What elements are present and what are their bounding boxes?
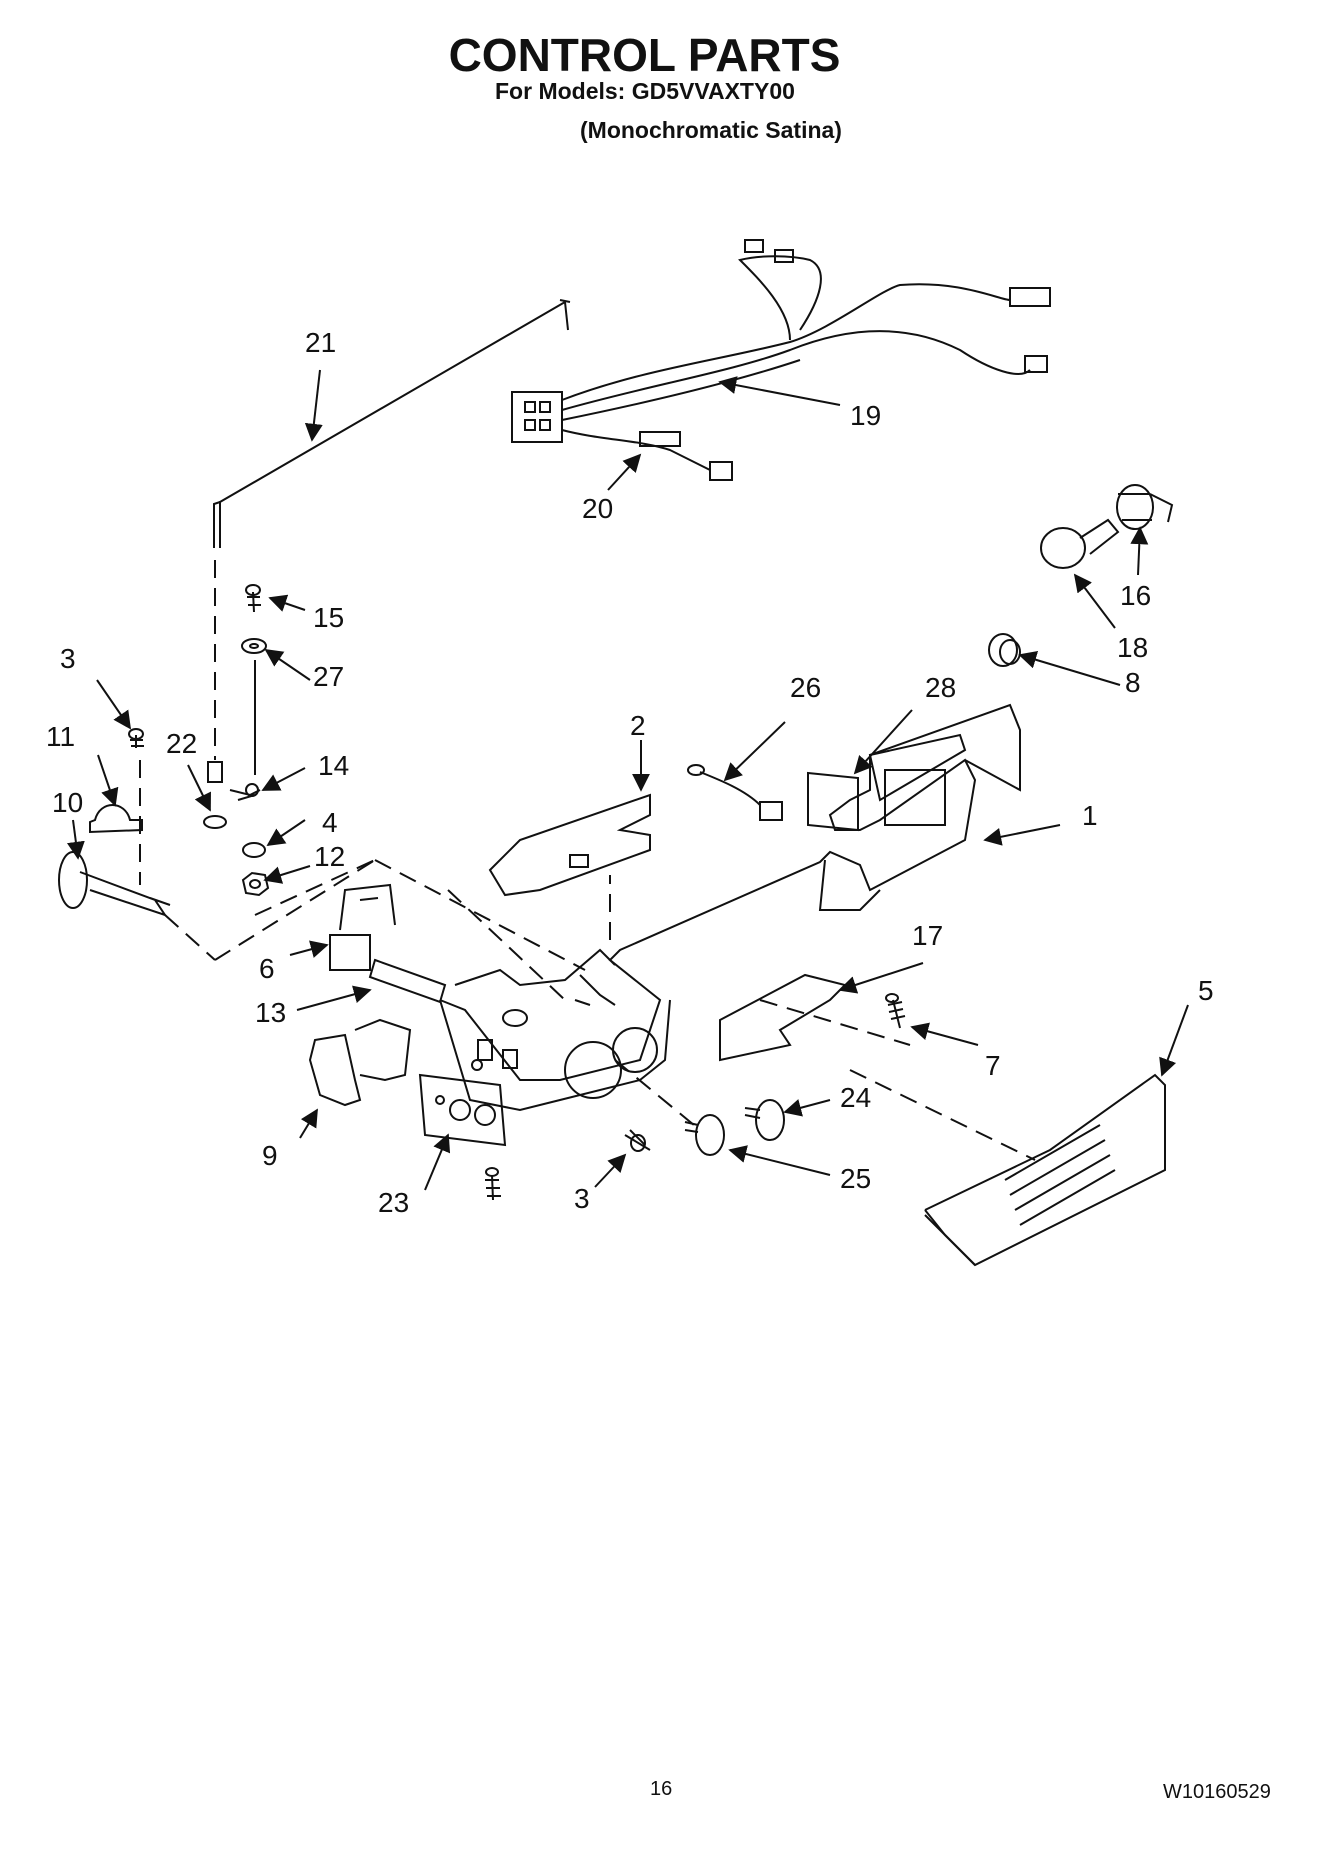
callout-25: 25 [840,1163,871,1194]
shield-part-17 [719,973,847,1062]
rod-part-21 [213,299,571,548]
callout-5: 5 [1198,975,1214,1006]
callout-3-bottom: 3 [574,1183,590,1214]
callout-11: 11 [46,721,75,752]
callout-19: 19 [850,400,881,431]
callout-26: 26 [790,672,821,703]
callout-22: 22 [166,728,197,759]
link-post-part-22 [203,761,227,829]
screw-part-3c [128,728,144,748]
knob-part-24 [744,1099,785,1141]
callout-6: 6 [259,953,275,984]
callout-1: 1 [1082,800,1098,831]
callout-3-left: 3 [60,643,76,674]
callout-17: 17 [912,920,943,951]
callout-9: 9 [262,1140,278,1171]
callout-4: 4 [322,807,338,838]
thermistor-part-26 [687,764,783,821]
grille-part-5 [924,1073,1166,1267]
page-number: 16 [650,1778,673,1800]
bracket-part-9 [308,1018,412,1107]
callout-18: 18 [1117,632,1148,663]
callout-8: 8 [1125,667,1141,698]
screw-part-15 [245,584,261,613]
leader-arrows [66,369,1189,1191]
clamp-part-11 [89,804,143,834]
callout-14: 14 [318,750,349,781]
callout-21: 21 [305,327,336,358]
screw-part-3b [624,1129,651,1152]
callout-labels: 1 2 3 3 4 5 6 7 8 9 10 11 12 13 14 15 16… [46,327,1214,1218]
screw-part-3a [485,1167,501,1201]
page-title: CONTROL PARTS [448,29,841,81]
bezel-part-23 [418,1073,507,1147]
variant-line: (Monochromatic Satina) [580,117,842,143]
document-number: W10160529 [1163,1781,1271,1803]
callout-10: 10 [52,787,83,818]
callout-24: 24 [840,1082,871,1113]
callout-27: 27 [313,661,344,692]
socket-part-16 [1116,484,1174,530]
washer-part-4 [242,842,266,858]
callout-20: 20 [582,493,613,524]
nut-part-12 [241,871,270,897]
wire-harness-part-19 [511,239,1051,481]
washer-part-27 [241,638,267,654]
switch-part-6 [329,883,396,971]
guide-lines [139,560,1036,1161]
link-part-14 [229,660,261,801]
callout-2: 2 [630,710,646,741]
callout-15: 15 [313,602,344,633]
insulation-part-2 [488,793,651,897]
callout-23: 23 [378,1187,409,1218]
models-line: For Models: GD5VVAXTY00 [495,78,795,104]
callout-28: 28 [925,672,956,703]
callout-13: 13 [255,997,286,1028]
shaft-part-10 [58,851,171,917]
screw-part-7 [885,993,906,1029]
grommet-part-8 [988,633,1021,667]
knob-part-25 [684,1114,725,1156]
bulb-part-18 [1040,518,1120,569]
callout-16: 16 [1120,580,1151,611]
bar-part-13 [368,958,447,1004]
callout-12: 12 [314,841,345,872]
callout-7: 7 [985,1050,1001,1081]
housing-part-1 [439,703,1021,1112]
